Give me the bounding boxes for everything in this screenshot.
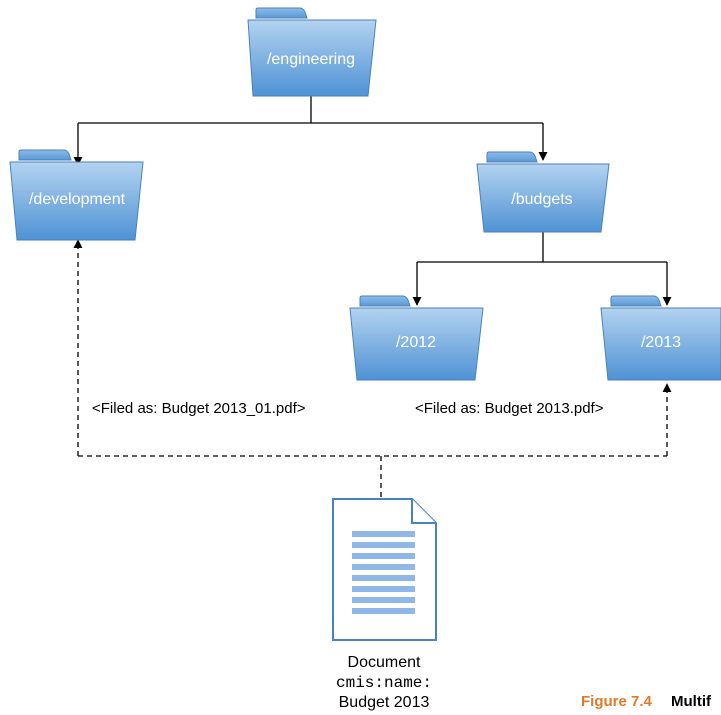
folder-label-engineering: /engineering <box>267 51 355 68</box>
folder-engineering[interactable]: /engineering <box>247 7 377 97</box>
folder-icon <box>610 295 662 307</box>
folder-icon <box>486 151 538 163</box>
folder-label-budgets: /budgets <box>511 191 572 208</box>
folder-label-development: /development <box>29 191 126 208</box>
folder-development[interactable]: /development <box>9 149 144 241</box>
tree-connectors <box>73 95 672 306</box>
filing-connectors <box>73 239 672 497</box>
document-node[interactable]: Document cmis:name: Budget 2013 <box>332 498 437 711</box>
folder-icon <box>359 295 411 307</box>
filing-label-left: <Filed as: Budget 2013_01.pdf> <box>92 400 306 417</box>
folder-label-2012: /2012 <box>396 334 436 351</box>
figure-number: Figure 7.4 <box>581 693 653 710</box>
folder-icon <box>255 7 308 19</box>
figure-caption: Figure 7.4 Multif <box>581 693 712 710</box>
folder-2013[interactable]: /2013 <box>600 295 721 381</box>
document-name-value: Budget 2013 <box>339 694 430 711</box>
figure-title: Multif <box>671 693 712 710</box>
document-type-label: Document <box>348 654 421 671</box>
document-icon <box>332 498 437 641</box>
folder-label-2013: /2013 <box>641 334 681 351</box>
document-property-label: cmis:name: <box>336 674 432 692</box>
filing-label-right: <Filed as: Budget 2013.pdf> <box>415 400 604 417</box>
folder-budgets[interactable]: /budgets <box>476 151 610 233</box>
folder-icon <box>18 149 72 161</box>
folder-2012[interactable]: /2012 <box>349 295 484 381</box>
